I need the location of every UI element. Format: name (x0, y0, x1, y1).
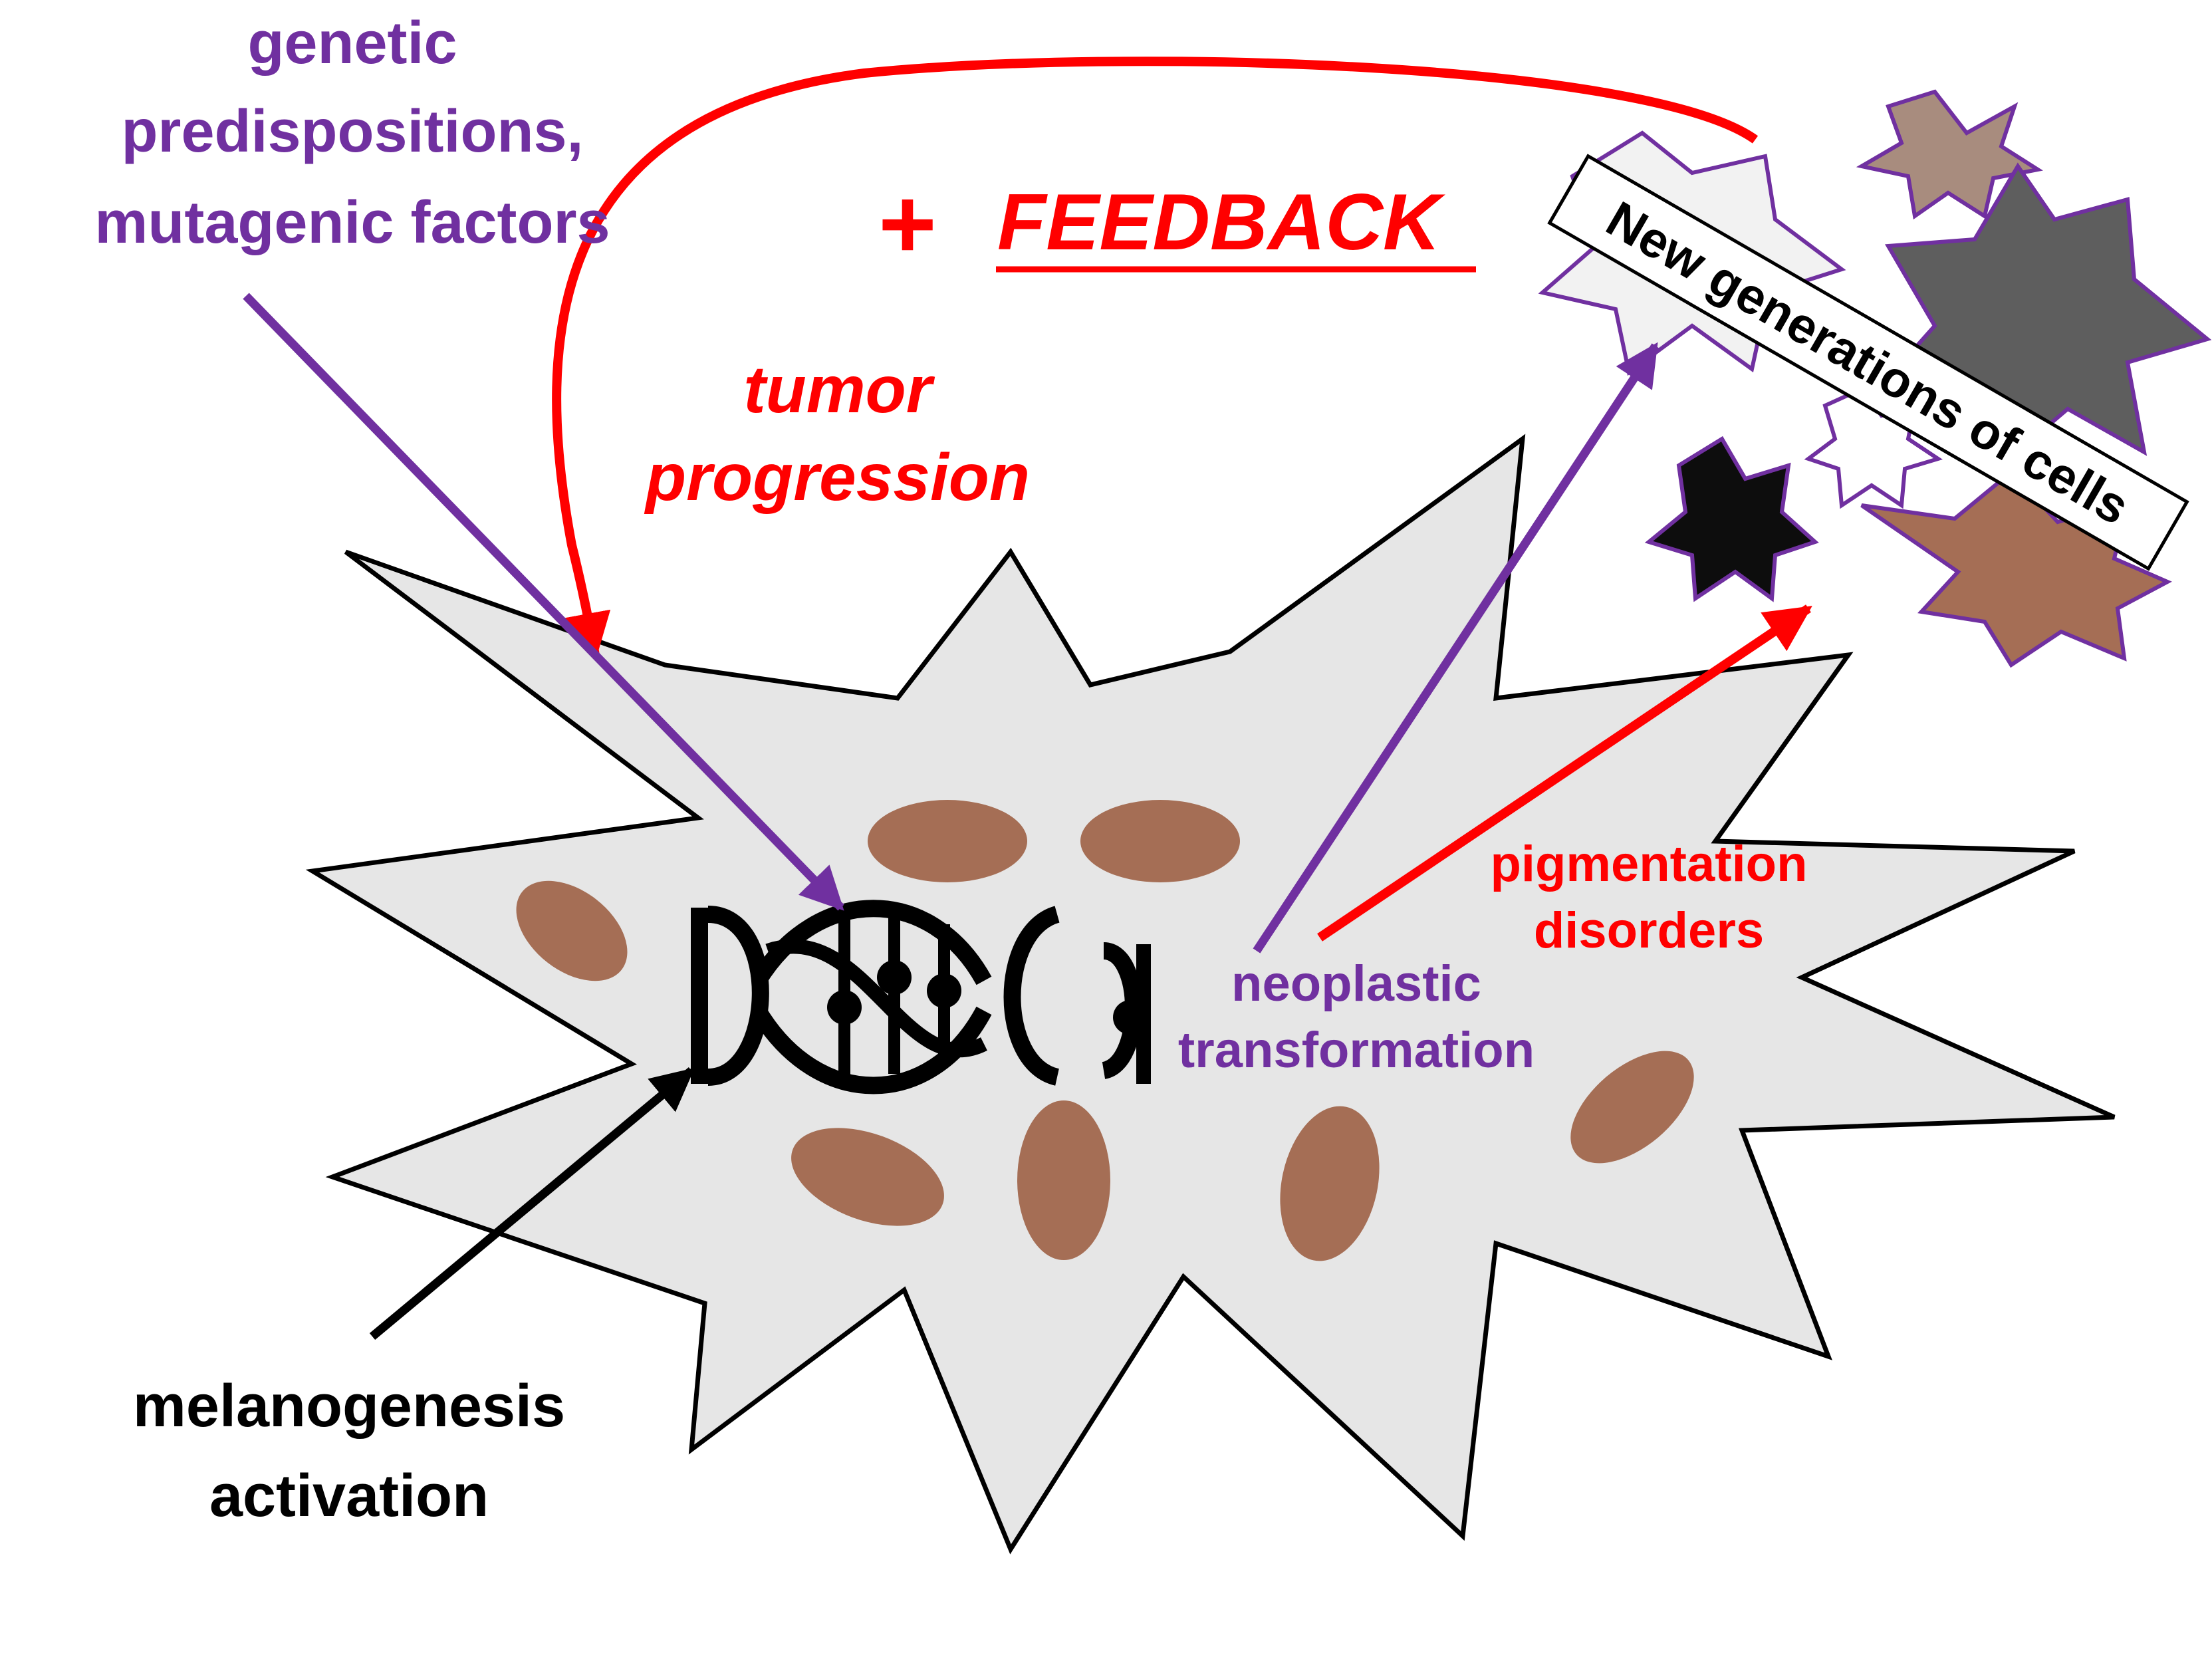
melanogenesis-activation-arrow (369, 1067, 695, 1340)
melanosome (1080, 800, 1240, 882)
neoplastic-line-2: transformation (1178, 1022, 1535, 1079)
melanosome (516, 880, 628, 981)
plus-sign: + (878, 168, 937, 279)
melanogenesis-activation-label: melanogenesis activation (133, 1373, 565, 1529)
tumor-cell-body (305, 434, 2116, 1555)
neoplastic-transformation-arrow (1253, 342, 1659, 954)
genetic-line-1: genetic (247, 10, 457, 76)
melanogenesis-line-2: activation (209, 1463, 489, 1529)
pigmentation-disorders-label: pigmentation disorders (1490, 836, 1807, 959)
genetic-predispositions-label: genetic predispositions, mutagenic facto… (94, 10, 610, 256)
melanosome (791, 1128, 944, 1226)
pigmentation-line-1: pigmentation (1490, 836, 1807, 892)
tumor-line-1: tumor (743, 352, 935, 427)
dna-double-helix-icon (691, 900, 1151, 1094)
pigmentation-disorders-arrow (1317, 604, 1812, 942)
neoplastic-line-1: neoplastic (1231, 956, 1481, 1012)
melanosome (1570, 1051, 1694, 1164)
feedback-title: FEEDBACK (997, 178, 1445, 267)
feedback-arc-arrow (552, 57, 1759, 660)
melanosome (1280, 1106, 1380, 1261)
melanosome (1017, 1100, 1110, 1260)
genetic-line-2: predispositions, (121, 98, 583, 165)
star-cell-black (1644, 436, 1819, 602)
melanosome-group (516, 800, 1694, 1261)
melanogenesis-line-1: melanogenesis (133, 1373, 565, 1440)
star-cell-taupe (1856, 89, 2043, 220)
neoplastic-transformation-label: neoplastic transformation (1178, 956, 1535, 1079)
melanosome (868, 800, 1027, 882)
tumor-progression-label: tumor progression (644, 352, 1030, 515)
genetic-to-dna-arrow (243, 293, 844, 911)
pigmentation-line-2: disorders (1534, 902, 1764, 959)
tumor-line-2: progression (644, 440, 1030, 515)
genetic-line-3: mutagenic factors (94, 190, 610, 256)
